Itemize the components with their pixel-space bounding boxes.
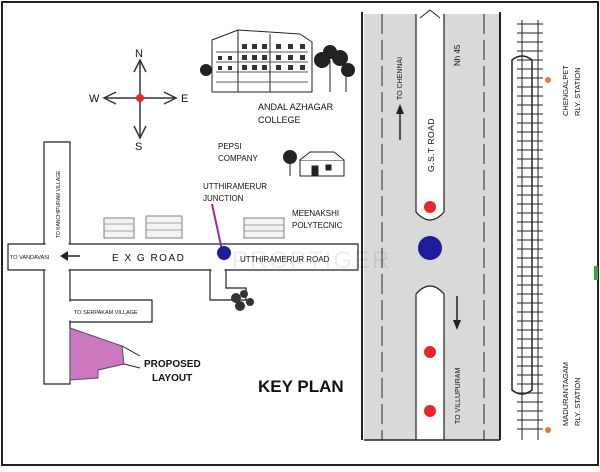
pepsi-label-line1: PEPSI	[218, 142, 242, 151]
junction-pointer-line	[211, 203, 223, 251]
chengalpet-label-line2: RLY. STATION	[573, 67, 582, 116]
madurantagam-label-line2: RLY. STATION	[573, 377, 582, 426]
compass-east: E	[181, 93, 188, 105]
to-villupuram-label: TO VILLUPURAM	[455, 368, 462, 424]
compass-south: S	[135, 141, 142, 153]
to-chennai-label: TO CHENNAI	[397, 57, 404, 100]
junction-label-line1: UTTHIRAMERUR	[203, 182, 267, 191]
madurantagam-station-marker	[545, 427, 551, 433]
meenakshi-label-line1: MEENAKSHI	[292, 209, 339, 218]
compass-rose: N S W E	[89, 48, 188, 153]
westbound-arrow-icon	[60, 251, 68, 261]
highway-marker-2	[424, 346, 436, 358]
junction-trees-icon	[231, 290, 254, 311]
utthiramerur-road-label: UTTHIRAMERUR ROAD	[240, 255, 330, 264]
compass-north: N	[135, 48, 143, 60]
site-location-marker	[418, 236, 442, 260]
meenakshi-label-line2: POLYTECNIC	[292, 221, 343, 230]
compass-center-dot	[136, 94, 144, 102]
nh45-label: Nh 45	[453, 44, 462, 66]
chengalpet-station-marker	[545, 77, 551, 83]
madurantagam-label-line1: MADURANTAGAM	[561, 362, 570, 426]
edge-green-mark	[594, 266, 598, 280]
junction-marker	[217, 246, 231, 260]
southbound-arrow-icon	[453, 296, 461, 330]
gst-highway	[361, 9, 501, 441]
to-serpakkam-label: TO SERPAKAM VILLAGE	[74, 310, 138, 316]
compass-west: W	[89, 93, 100, 105]
andal-college-label-line2: COLLEGE	[258, 115, 301, 125]
left-road-network	[7, 141, 359, 385]
to-kanchipuram-label: TO KANCHIPURAM VILLAGE	[56, 170, 62, 238]
gst-road-label: G.S.T ROAD	[426, 118, 436, 172]
pepsi-factory-icon	[283, 150, 345, 177]
proposed-layout-plot	[69, 327, 141, 381]
key-plan-title: KEY PLAN	[258, 377, 344, 396]
proposed-label-line2: LAYOUT	[152, 373, 192, 384]
to-vandavasi-label: TO VANDAVASI	[10, 255, 50, 261]
highway-marker-3	[424, 405, 436, 417]
proposed-label-line1: PROPOSED	[144, 359, 201, 370]
northbound-arrow-icon	[396, 104, 404, 140]
college-building-icon	[200, 29, 355, 93]
railway-track	[511, 20, 543, 440]
highway-marker-1	[424, 201, 436, 213]
exg-road-label: E X G ROAD	[112, 253, 185, 264]
andal-college-label-line1: ANDAL AZHAGAR	[258, 102, 334, 112]
pepsi-label-line2: COMPANY	[218, 154, 259, 163]
watermark: PROPTIGER	[232, 247, 391, 274]
junction-label-line2: JUNCTION	[203, 194, 244, 203]
roadside-buildings-icon	[103, 215, 285, 239]
chengalpet-label-line1: CHENGALPET	[561, 65, 570, 116]
